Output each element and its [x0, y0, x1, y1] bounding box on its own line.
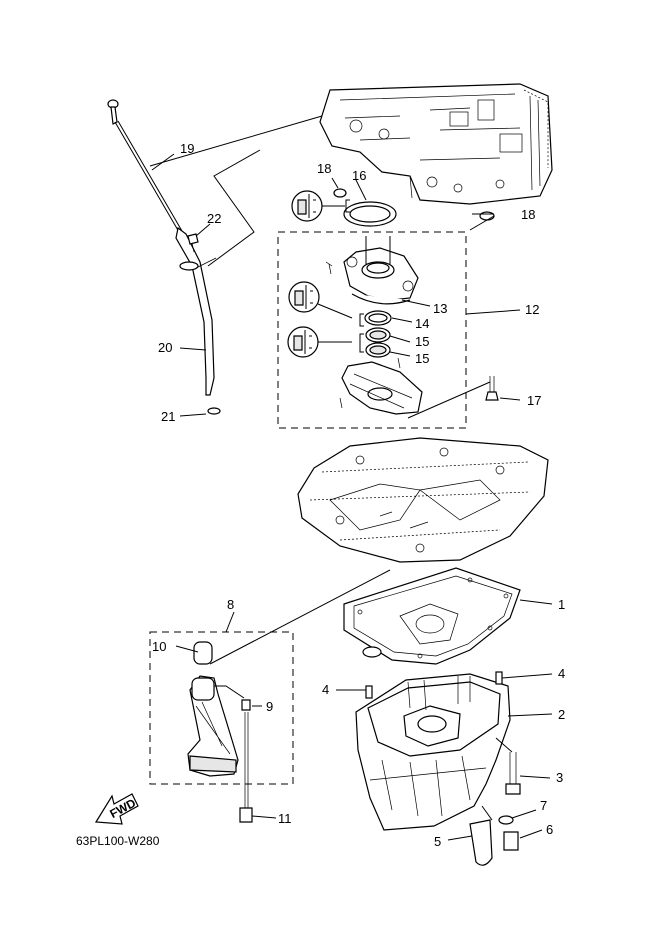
gasket-10 — [193, 641, 213, 665]
bolt-3 — [505, 752, 521, 795]
dowel-pin-4b — [495, 671, 503, 685]
callout-13: 13 — [433, 301, 447, 316]
strainer-pipe — [187, 675, 239, 777]
callout-17: 17 — [527, 393, 541, 408]
o-ring-18a — [333, 188, 347, 198]
callout-21: 21 — [161, 409, 175, 424]
o-ring-18b — [479, 211, 495, 221]
diagram-code: 63PL100-W280 — [76, 834, 160, 848]
callout-12: 12 — [525, 302, 539, 317]
detail-icon-top — [291, 190, 350, 222]
callout-4a: 4 — [322, 682, 329, 697]
dowel-pin-4a — [365, 685, 373, 699]
strainer-plate — [339, 357, 423, 415]
dipstick-guide — [175, 226, 217, 396]
callout-11: 11 — [278, 811, 292, 826]
callout-2: 2 — [558, 707, 565, 722]
oil-dipstick — [107, 99, 183, 233]
callout-14: 14 — [415, 316, 429, 331]
callout-9: 9 — [266, 699, 273, 714]
callout-3: 3 — [556, 770, 563, 785]
exhaust-guide — [297, 437, 549, 563]
callout-22: 22 — [207, 211, 221, 226]
bolt-11 — [239, 712, 253, 823]
callout-labels: 19 22 20 21 18 16 18 13 12 14 15 15 17 1… — [152, 141, 565, 849]
oil-strainer-housing — [325, 236, 419, 301]
callout-18b: 18 — [521, 207, 535, 222]
callout-15a: 15 — [415, 334, 429, 349]
drain-5 — [469, 819, 493, 866]
callout-19: 19 — [180, 141, 194, 156]
bolt-22 — [187, 233, 199, 253]
callout-15b: 15 — [415, 351, 429, 366]
gasket-13 — [351, 293, 411, 305]
bolt-17 — [485, 376, 499, 401]
engine-block — [319, 83, 553, 205]
gasket-1 — [343, 567, 521, 665]
group-box-8 — [149, 631, 294, 785]
callout-10: 10 — [152, 639, 166, 654]
detail-icon-middle — [288, 281, 364, 327]
leader-lines — [151, 153, 553, 841]
callout-6: 6 — [546, 822, 553, 837]
callout-1: 1 — [558, 597, 565, 612]
callout-20: 20 — [158, 340, 172, 355]
callout-7: 7 — [540, 798, 547, 813]
seal-15a — [365, 327, 391, 343]
o-ring-21 — [207, 407, 221, 415]
callout-16: 16 — [352, 168, 366, 183]
seal-15b — [365, 342, 391, 358]
callout-4b: 4 — [558, 666, 565, 681]
plug-6 — [503, 831, 519, 851]
callout-18a: 18 — [317, 161, 331, 176]
oil-pan — [355, 673, 511, 831]
callout-5: 5 — [434, 834, 441, 849]
callout-8: 8 — [227, 597, 234, 612]
detail-icon-bottom — [287, 326, 364, 358]
seal-14 — [364, 310, 392, 326]
bolt-9 — [241, 699, 251, 711]
fwd-arrow-icon: FWD — [94, 793, 139, 825]
seal-16 — [343, 201, 397, 227]
gasket-7 — [498, 815, 514, 825]
